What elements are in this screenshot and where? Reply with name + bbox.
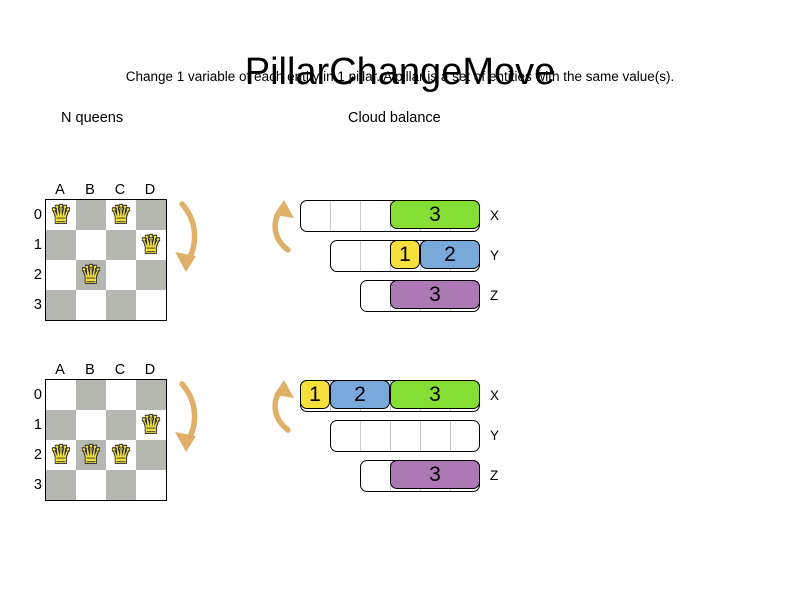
file-label-c: C	[114, 362, 126, 378]
rank-label-1: 1	[33, 237, 42, 253]
queen-icon: ♛	[139, 230, 163, 259]
board-cell-D1[interactable]: ♛	[136, 410, 166, 440]
queen-icon: ♛	[109, 200, 133, 229]
page-subtitle: Change 1 variable of each entity in 1 pi…	[125, 69, 675, 84]
machine-label-z: Z	[490, 468, 499, 483]
queen-icon: ♛	[79, 260, 103, 289]
capacity-cell	[361, 241, 391, 271]
transition-arrow-down-board	[168, 198, 208, 283]
board-cell-C1[interactable]	[106, 410, 136, 440]
board-cell-C3[interactable]	[106, 470, 136, 500]
file-label-row: A B C D	[45, 362, 165, 379]
board-cell-A0[interactable]: ♛	[46, 200, 76, 230]
process-block-2[interactable]: 2	[330, 379, 390, 409]
file-label-b: B	[85, 182, 95, 198]
queen-icon: ♛	[79, 440, 103, 469]
board-cell-A1[interactable]	[46, 410, 76, 440]
rank-label-3: 3	[33, 477, 42, 493]
process-block-3[interactable]: 3	[390, 379, 480, 409]
board-cell-C3[interactable]	[106, 290, 136, 320]
board-cell-C1[interactable]	[106, 230, 136, 260]
capacity-cell	[361, 421, 391, 451]
page-title: PillarChangeMove	[244, 51, 556, 94]
process-block-2[interactable]: 2	[420, 239, 480, 269]
file-label-c: C	[114, 182, 126, 198]
capacity-cell	[331, 241, 361, 271]
machine-label-y: Y	[490, 248, 500, 263]
capacity-grid	[331, 421, 479, 451]
machine-label-z: Z	[490, 288, 499, 303]
transition-arrow-down-board	[168, 378, 208, 463]
board-cell-B0[interactable]	[76, 200, 106, 230]
board-cell-A3[interactable]	[46, 290, 76, 320]
board-cell-B1[interactable]	[76, 230, 106, 260]
capacity-cell	[361, 201, 391, 231]
board-cell-D0[interactable]	[136, 380, 166, 410]
capacity-cell	[421, 421, 451, 451]
capacity-cell	[451, 421, 479, 451]
board-cell-B0[interactable]	[76, 380, 106, 410]
board-cell-A1[interactable]	[46, 230, 76, 260]
board-cell-D2[interactable]	[136, 440, 166, 470]
file-label-row: A B C D	[45, 182, 165, 199]
process-block-3[interactable]: 3	[390, 199, 480, 229]
capacity-cell	[301, 201, 331, 231]
board-cell-C0[interactable]	[106, 380, 136, 410]
board-cell-B3[interactable]	[76, 290, 106, 320]
queen-icon: ♛	[109, 440, 133, 469]
board-cell-D0[interactable]	[136, 200, 166, 230]
capacity-cell	[361, 281, 391, 311]
board-cell-D3[interactable]	[136, 470, 166, 500]
machine-capacity-bar-y[interactable]	[330, 420, 480, 452]
queen-icon: ♛	[49, 440, 73, 469]
rank-label-2: 2	[33, 447, 42, 463]
capacity-cell	[331, 201, 361, 231]
machine-label-x: X	[490, 388, 500, 403]
transition-arrow-up-cloud	[268, 196, 302, 261]
capacity-cell	[331, 421, 361, 451]
section-heading-nqueens: N queens	[61, 110, 124, 126]
file-label-a: A	[55, 362, 65, 378]
rank-label-2: 2	[33, 267, 42, 283]
board-cell-A2[interactable]: ♛	[46, 440, 76, 470]
section-heading-cloud: Cloud balance	[348, 110, 441, 126]
rank-label-1: 1	[33, 417, 42, 433]
capacity-cell	[391, 421, 421, 451]
queen-icon: ♛	[139, 410, 163, 439]
process-block-1[interactable]: 1	[300, 379, 330, 409]
rank-label-3: 3	[33, 297, 42, 313]
rank-label-0: 0	[33, 207, 42, 223]
board-cell-C2[interactable]	[106, 260, 136, 290]
process-block-3[interactable]: 3	[390, 279, 480, 309]
board-cell-B2[interactable]: ♛	[76, 260, 106, 290]
machine-label-x: X	[490, 208, 500, 223]
board-cell-B1[interactable]	[76, 410, 106, 440]
board-cell-A2[interactable]	[46, 260, 76, 290]
file-label-d: D	[144, 362, 156, 378]
file-label-a: A	[55, 182, 65, 198]
board-cell-D3[interactable]	[136, 290, 166, 320]
transition-arrow-up-cloud	[268, 376, 302, 441]
process-block-1[interactable]: 1	[390, 239, 420, 269]
board-cell-D1[interactable]: ♛	[136, 230, 166, 260]
board-cell-C2[interactable]: ♛	[106, 440, 136, 470]
board-cell-C0[interactable]: ♛	[106, 200, 136, 230]
rank-label-0: 0	[33, 387, 42, 403]
board-cell-B3[interactable]	[76, 470, 106, 500]
capacity-cell	[361, 461, 391, 491]
file-label-b: B	[85, 362, 95, 378]
queen-icon: ♛	[49, 200, 73, 229]
machine-label-y: Y	[490, 428, 500, 443]
board-cell-D2[interactable]	[136, 260, 166, 290]
board-cell-A0[interactable]	[46, 380, 76, 410]
board-cell-B2[interactable]: ♛	[76, 440, 106, 470]
process-block-3[interactable]: 3	[390, 459, 480, 489]
file-label-d: D	[144, 182, 156, 198]
board-cell-A3[interactable]	[46, 470, 76, 500]
